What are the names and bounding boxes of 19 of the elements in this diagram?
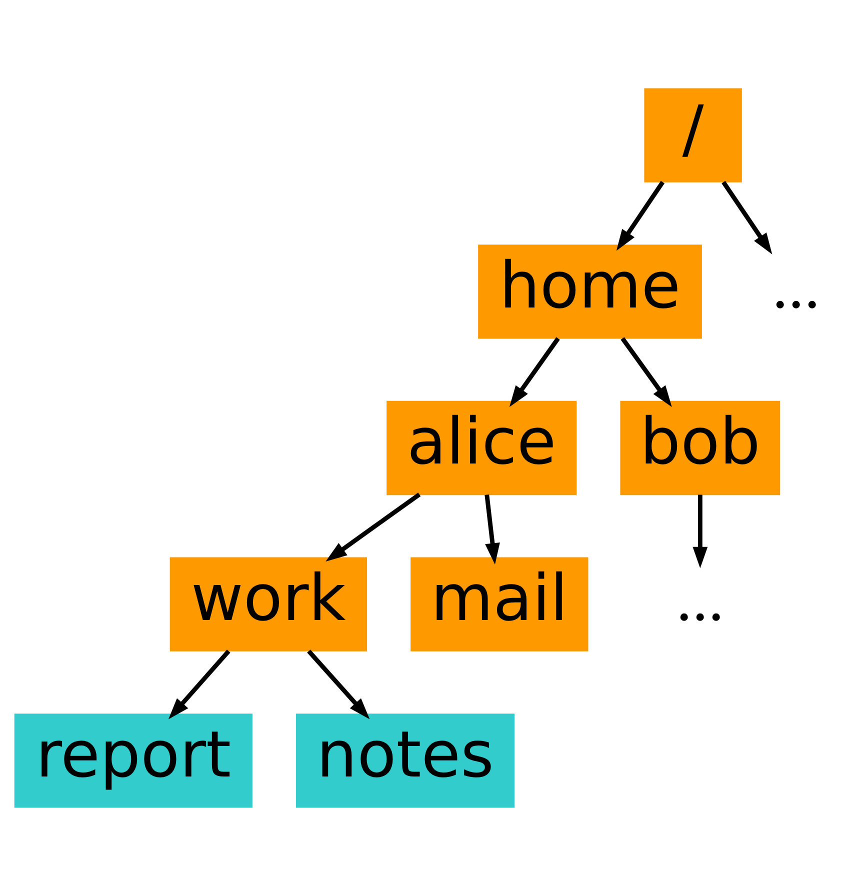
node-box: mail	[410, 556, 588, 651]
node-box: report	[14, 713, 252, 808]
arrow	[620, 336, 672, 406]
arrow	[168, 649, 230, 719]
arrow	[722, 180, 772, 254]
arrow	[307, 649, 370, 719]
node-text: ...	[772, 250, 820, 321]
node-box: home	[478, 244, 702, 338]
arrow	[326, 492, 421, 562]
node-box: alice	[386, 400, 577, 495]
arrow	[616, 180, 665, 250]
node-box: bob	[620, 400, 780, 495]
node-text: ...	[676, 562, 724, 634]
arrow	[484, 494, 500, 564]
node-box: notes	[296, 713, 514, 808]
arrow	[509, 336, 560, 406]
node-box: work	[170, 556, 368, 651]
arrow	[692, 494, 708, 568]
node-box: /	[644, 88, 742, 182]
